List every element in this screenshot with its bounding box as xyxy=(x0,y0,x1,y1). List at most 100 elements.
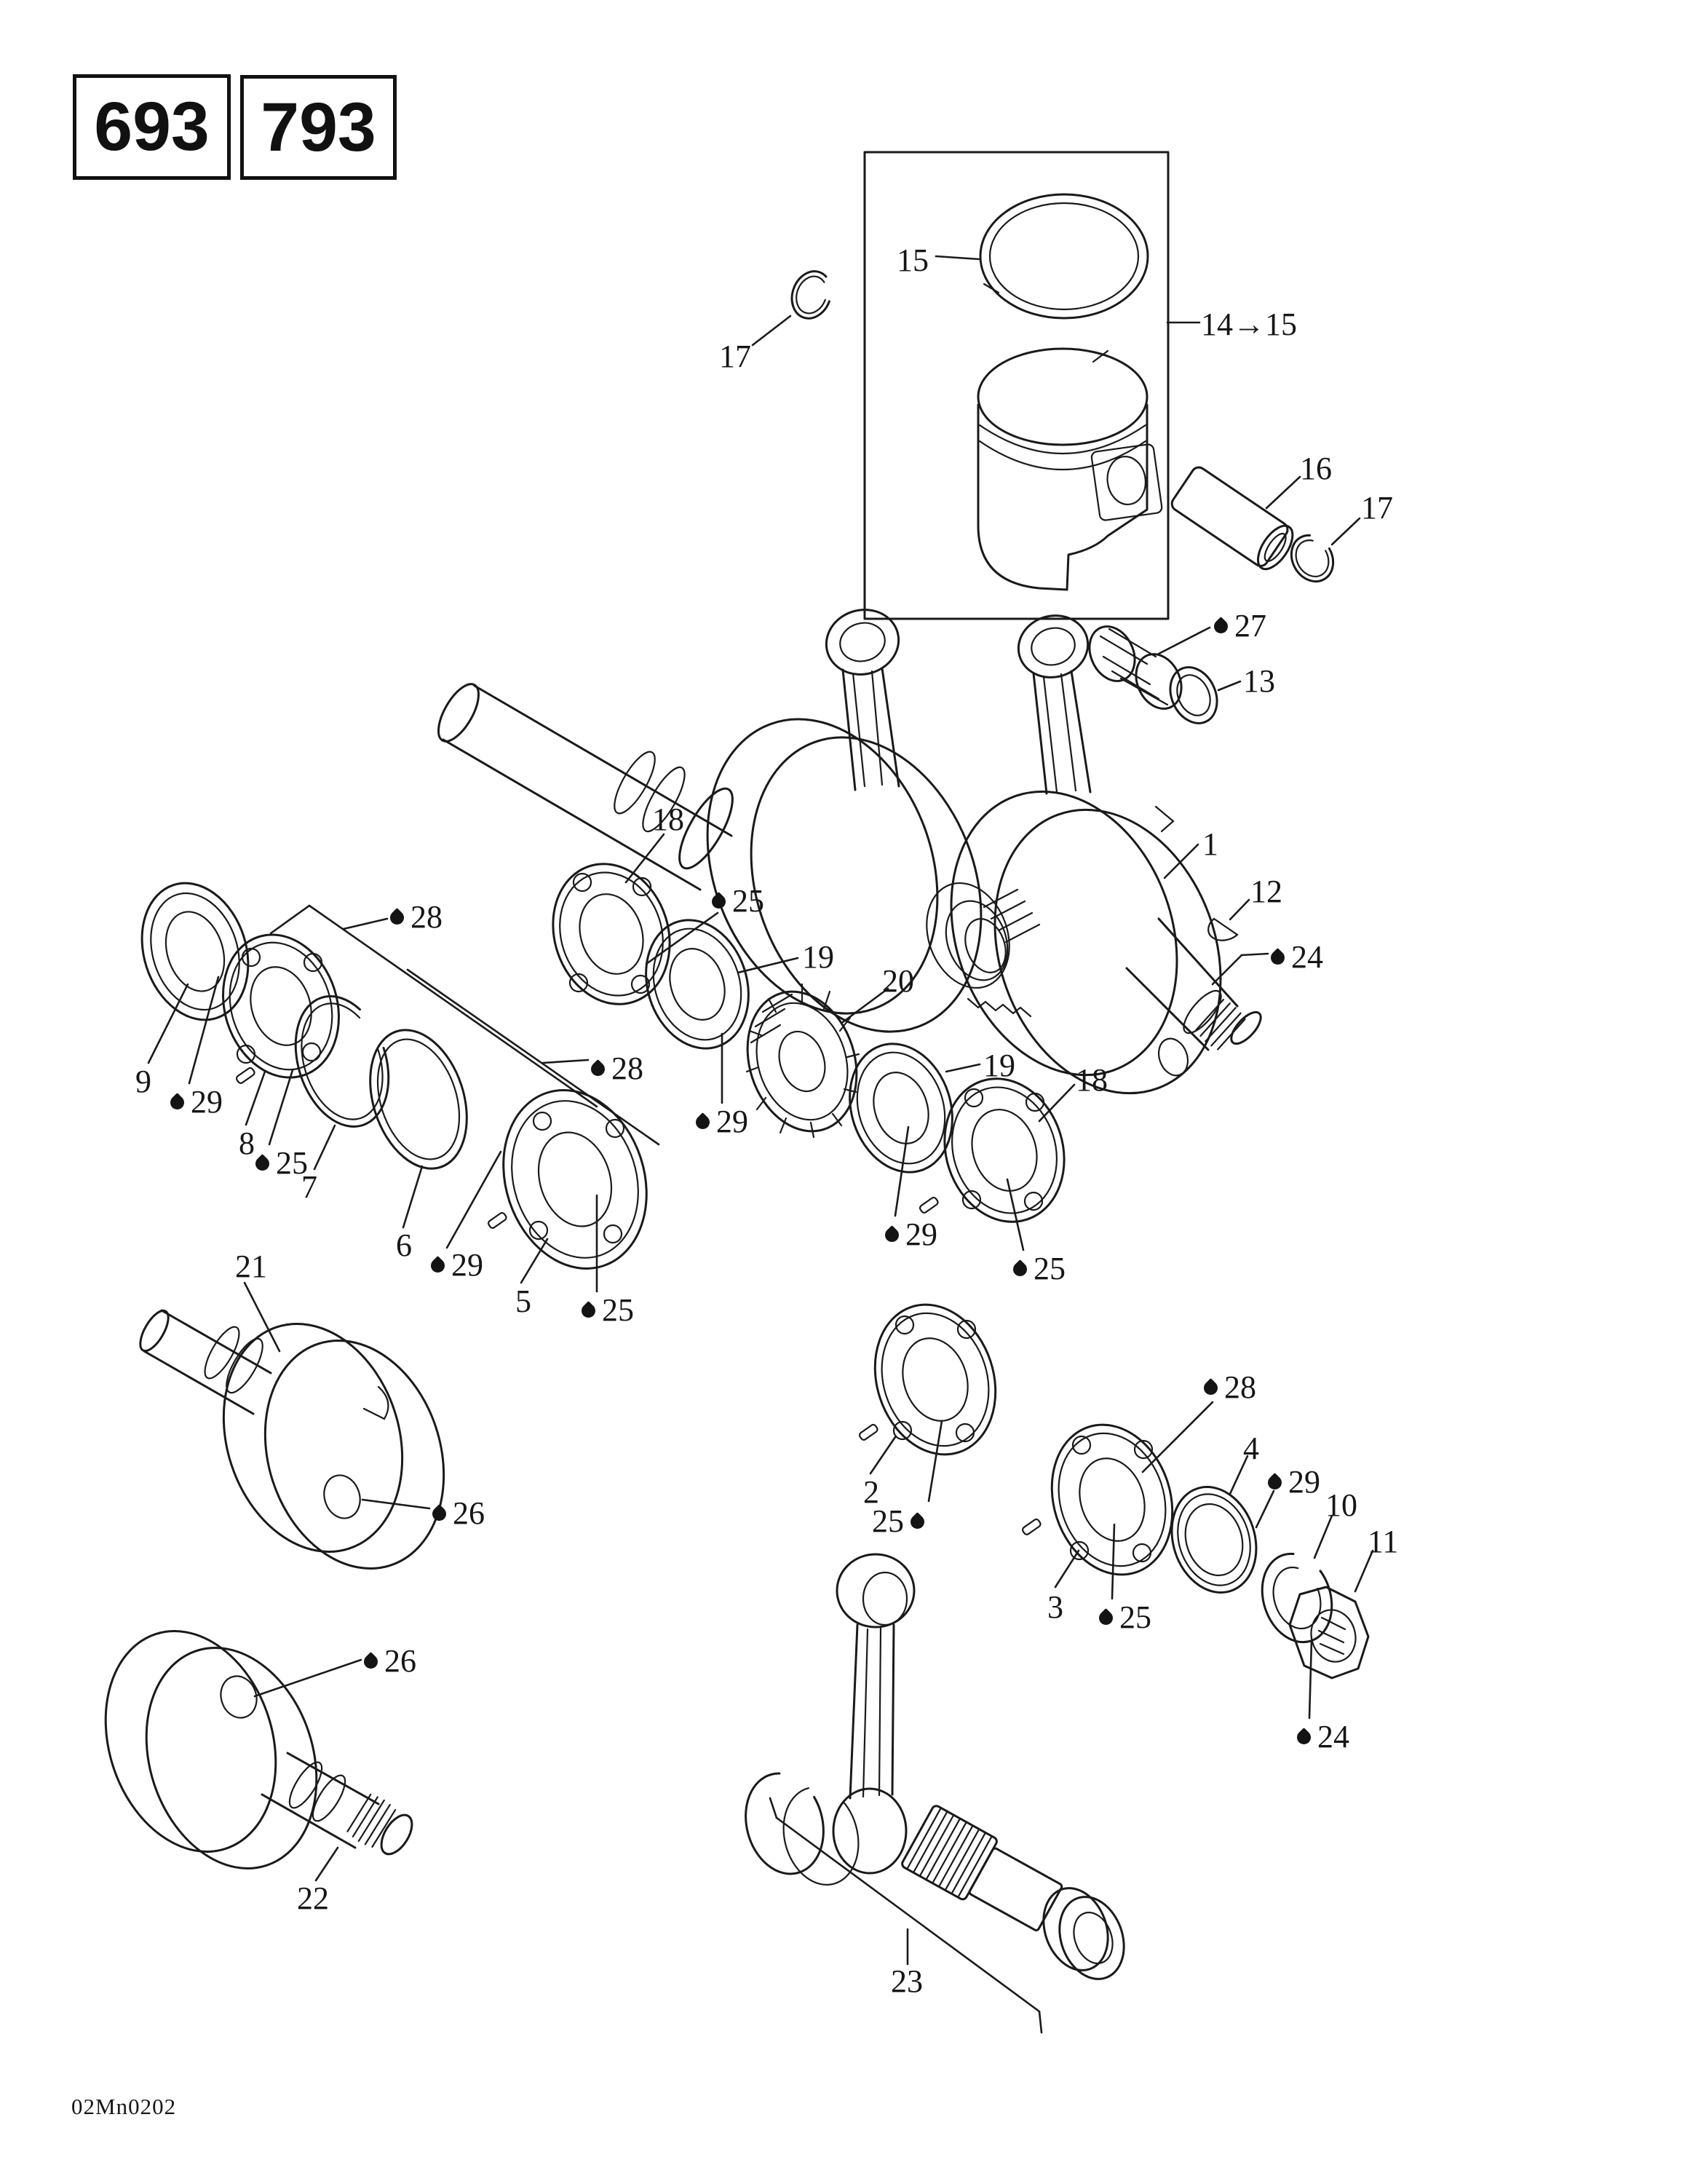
model-label: 793 xyxy=(261,88,376,166)
oil-drop-icon xyxy=(387,907,407,927)
callout-nut-11: 11 xyxy=(1368,1524,1399,1559)
bearing-18-left xyxy=(552,863,671,1005)
callout-bearing-5: 5 xyxy=(515,1283,531,1319)
callout-oil-29-c: 29 xyxy=(693,1106,748,1138)
oil-drop-icon xyxy=(1268,947,1288,968)
woodruff-key xyxy=(1207,917,1239,941)
bearing-5 xyxy=(502,1089,648,1270)
callout-oil-24-b: 24 xyxy=(1294,1721,1349,1753)
needle-bearing xyxy=(1088,625,1183,710)
seal-4 xyxy=(1170,1486,1258,1594)
group-bracket-b xyxy=(406,968,660,1146)
oil-drop-icon xyxy=(1265,1472,1285,1492)
oil-drop-icon xyxy=(908,1511,927,1532)
callout-oil-28-c: 28 xyxy=(1201,1372,1256,1404)
conrod-23-assembly xyxy=(745,1553,1125,2034)
model-box-793: 793 xyxy=(240,75,397,180)
callout-crankhalf-22: 22 xyxy=(297,1880,329,1916)
callout-crankshaft-1: 1 xyxy=(1202,826,1218,862)
callout-shim-6: 6 xyxy=(396,1227,412,1263)
callout-oil-25-a: 25 xyxy=(709,885,764,917)
shim-6 xyxy=(369,1029,468,1170)
oil-drop-icon xyxy=(882,1224,902,1245)
callout-seal-4: 4 xyxy=(1243,1431,1259,1466)
callout-oil-26-b: 26 xyxy=(361,1645,416,1677)
nut-11 xyxy=(1288,1586,1370,1679)
circlip-7 xyxy=(294,995,390,1128)
callout-bearing-8: 8 xyxy=(239,1125,255,1161)
oil-drop-icon xyxy=(588,1059,608,1079)
circlip-17-left xyxy=(790,270,833,320)
thrust-ring-13 xyxy=(1169,666,1218,724)
key-pins xyxy=(235,1067,1042,1535)
oil-drop-icon xyxy=(1096,1607,1116,1628)
callout-key-12: 12 xyxy=(1250,874,1282,909)
piston xyxy=(977,347,1163,591)
callout-seal-19-right: 19 xyxy=(983,1048,1015,1083)
callout-piston-14-15: 14→15 xyxy=(1201,306,1297,342)
callout-seal-19-left: 19 xyxy=(802,939,834,975)
callout-oil-24-a: 24 xyxy=(1268,941,1323,973)
crankshaft-assembly xyxy=(437,609,1262,1095)
callout-bearing-18-right: 18 xyxy=(1076,1062,1108,1098)
oil-drop-icon xyxy=(1010,1259,1030,1279)
callout-circlip-7: 7 xyxy=(301,1169,317,1205)
bearing-3 xyxy=(1050,1423,1174,1576)
callout-bearing-3: 3 xyxy=(1047,1589,1063,1625)
model-label: 693 xyxy=(94,88,210,165)
piston-ring xyxy=(979,193,1149,320)
callout-oil-25-c: 25 xyxy=(579,1294,634,1326)
seal-9 xyxy=(140,882,250,1021)
oil-drop-icon xyxy=(429,1503,449,1524)
oil-drop-icon xyxy=(1294,1727,1314,1747)
oil-drop-icon xyxy=(167,1092,187,1112)
callout-needle-27: 27 xyxy=(1211,610,1266,642)
callout-ring-15: 15 xyxy=(897,242,929,278)
callout-oil-29-b: 29 xyxy=(428,1249,483,1281)
oil-drop-icon xyxy=(1211,616,1231,636)
callout-bearing-2: 2 xyxy=(863,1474,879,1510)
seal-19-left xyxy=(645,919,750,1050)
callout-circlip-17-left: 17 xyxy=(719,339,751,374)
callout-oil-25-b: 25 xyxy=(253,1147,308,1179)
callout-wristpin-16: 16 xyxy=(1300,451,1332,486)
oil-drop-icon xyxy=(428,1255,448,1275)
callout-oil-26-a: 26 xyxy=(429,1497,485,1530)
bearing-2 xyxy=(873,1303,997,1456)
group-bracket-a xyxy=(269,904,598,1108)
callout-oil-29-e: 29 xyxy=(1265,1466,1320,1498)
circlip-17-right xyxy=(1290,534,1335,583)
callout-crankhalf-21: 21 xyxy=(235,1249,267,1284)
oil-drop-icon xyxy=(709,891,729,911)
oil-drop-icon xyxy=(1201,1377,1221,1398)
callout-oil-28-b: 28 xyxy=(588,1053,643,1085)
callout-seal-9: 9 xyxy=(135,1064,151,1099)
callout-circlip-17-right: 17 xyxy=(1361,490,1393,526)
bearing-8 xyxy=(222,933,340,1079)
bearing-18-right xyxy=(943,1077,1066,1223)
piston-inset-box xyxy=(863,151,1170,620)
callout-ring-13: 13 xyxy=(1243,663,1275,699)
crank-half-21 xyxy=(139,1309,445,1570)
callout-conrod-23: 23 xyxy=(891,1963,923,1999)
callout-gear-20: 20 xyxy=(882,963,914,999)
callout-bearing-18-left: 18 xyxy=(652,802,684,837)
callout-oil-25-d: 25 xyxy=(1010,1253,1066,1285)
callout-oil-28-a: 28 xyxy=(387,901,443,933)
seal-19-right xyxy=(849,1042,953,1174)
leader-lines xyxy=(147,255,1374,1966)
callout-oil-25-f: 25 xyxy=(1096,1602,1151,1634)
crank-half-22 xyxy=(104,1630,413,1870)
callout-washer-10: 10 xyxy=(1325,1487,1357,1523)
callout-oil-29-a: 29 xyxy=(167,1086,223,1118)
callout-oil-29-d: 29 xyxy=(882,1219,937,1251)
wrist-pin xyxy=(1170,466,1294,571)
oil-drop-icon xyxy=(361,1651,381,1671)
oil-drop-icon xyxy=(253,1153,272,1174)
oil-drop-icon xyxy=(693,1112,713,1132)
callout-oil-25-e: 25 xyxy=(872,1506,927,1538)
plate-code: 02Mn0202 xyxy=(71,2094,177,2119)
model-box-693: 693 xyxy=(73,74,231,180)
